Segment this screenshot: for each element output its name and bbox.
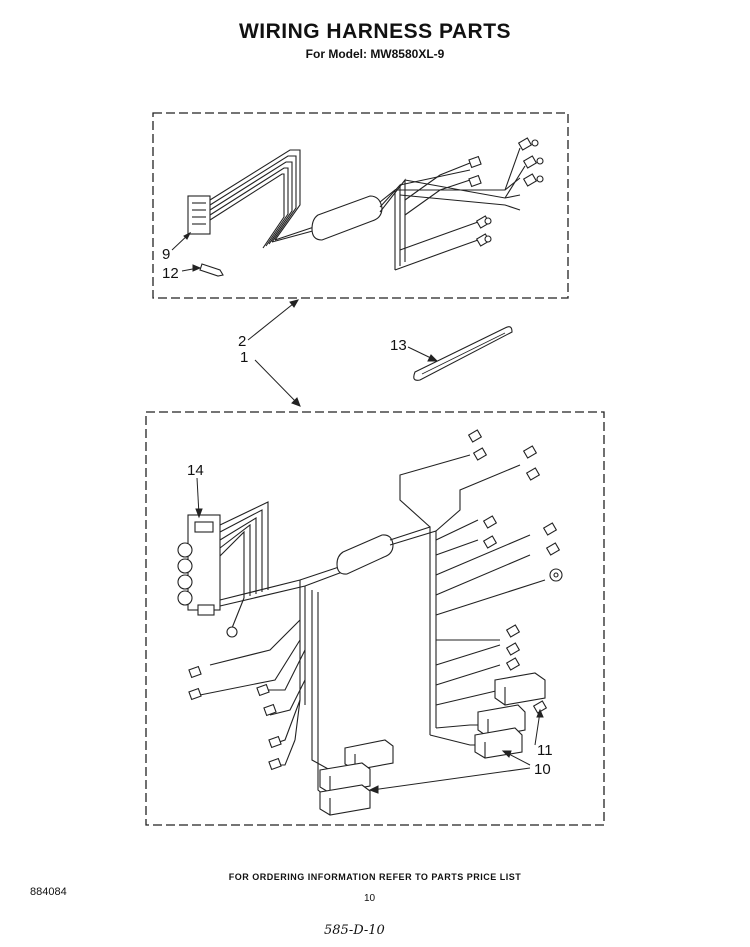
terminal-part-12	[199, 263, 224, 277]
ring-terminal-left	[226, 626, 238, 638]
page-title: WIRING HARNESS PARTS	[238, 20, 512, 43]
upper-harness-assembly	[187, 137, 544, 277]
model-subtitle: For Model: MW8580XL-9	[305, 47, 445, 61]
upper-harness-box	[152, 112, 569, 299]
housing-part-10-right	[474, 672, 546, 759]
housing-part-10-left	[319, 739, 394, 816]
callout-10: 10	[534, 761, 551, 778]
callout-11: 11	[537, 742, 553, 759]
ordering-note: FOR ORDERING INFORMATION REFER TO PARTS …	[228, 872, 522, 882]
callout-1: 1	[240, 349, 248, 366]
callout-14: 14	[187, 462, 204, 479]
upper-sleeve	[311, 195, 383, 241]
upper-callout-leaders	[171, 231, 439, 407]
page-number: 10	[364, 893, 376, 904]
lower-harness-assembly	[177, 429, 563, 816]
handwritten-code: 585-D-10	[324, 923, 385, 938]
connector-part-14	[177, 514, 221, 616]
lower-callout-leaders	[195, 477, 544, 794]
callout-13: 13	[390, 337, 407, 354]
callout-2: 2	[238, 333, 246, 350]
callout-12: 12	[162, 265, 179, 282]
lower-left-terminals	[188, 665, 282, 771]
lower-sleeve	[336, 534, 394, 575]
document-number: 884084	[30, 886, 67, 898]
callout-9: 9	[162, 246, 170, 263]
upper-terminals	[468, 137, 544, 247]
lower-harness-box	[145, 411, 605, 826]
lower-right-terminals	[467, 429, 561, 714]
upper-block-connector	[187, 195, 211, 235]
